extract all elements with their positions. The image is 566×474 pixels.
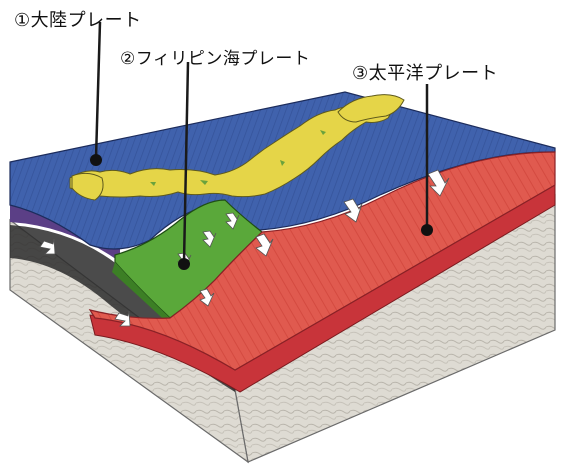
arrow-icon — [427, 169, 450, 197]
arrow-icon — [39, 238, 56, 255]
arrow-icon — [202, 230, 217, 248]
arrow-icon — [255, 233, 274, 257]
hokkaido-island — [337, 94, 405, 123]
leader-dots — [90, 154, 433, 270]
arrow-icon — [114, 310, 131, 327]
arrow-icon — [343, 198, 363, 223]
arrow-icon — [225, 212, 240, 230]
marker-dot-philippine — [178, 258, 190, 270]
continental-plate-label: ①大陸プレート — [14, 10, 142, 31]
marker-dot-continental — [90, 154, 102, 166]
philippine-plate-edge — [112, 262, 175, 330]
arrow-icon — [199, 288, 215, 307]
plate-movement-arrows — [39, 169, 450, 327]
philippine-plate-label: ②フィリピン海プレート — [120, 49, 311, 69]
japan-islands — [69, 99, 392, 198]
pacific-plate — [88, 151, 556, 371]
leader-line-continental — [94, 21, 102, 159]
kyushu-island — [71, 172, 104, 201]
leader-lines — [94, 21, 429, 263]
pacific-plate-label: ③太平洋プレート — [352, 63, 499, 84]
marker-dot-pacific — [421, 224, 433, 236]
leader-line-philippine — [182, 61, 190, 263]
